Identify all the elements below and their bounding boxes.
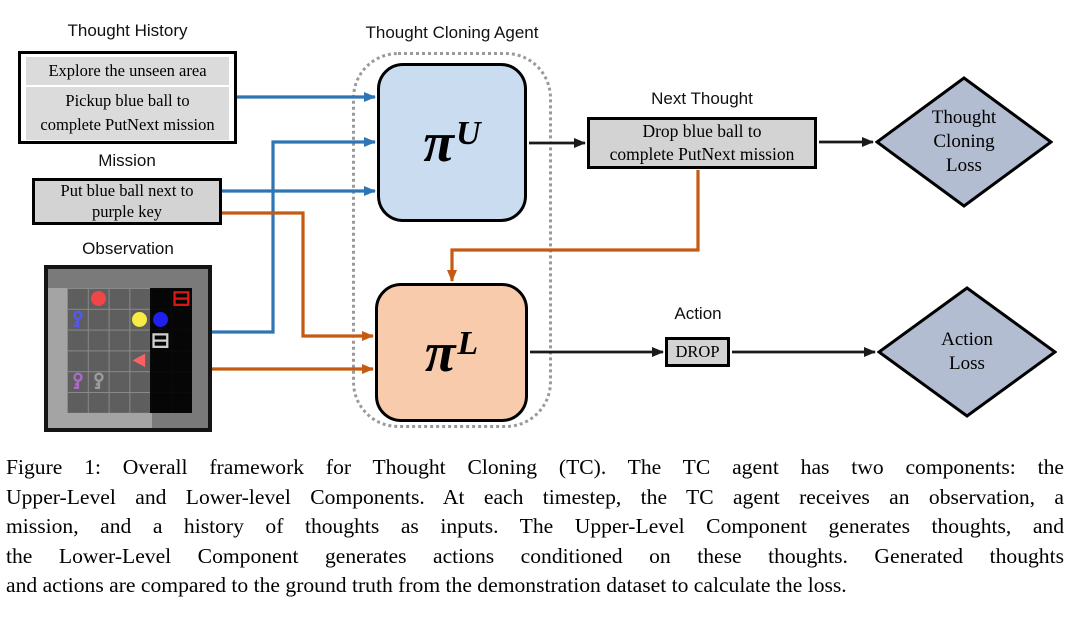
action-label: Action xyxy=(674,304,722,323)
action-loss-diamond: Action Loss xyxy=(877,286,1057,418)
upper-level-component: πU xyxy=(377,63,527,222)
figure-caption: Figure 1: Overall framework for Thought … xyxy=(6,453,1064,601)
purple-key-icon xyxy=(67,371,88,392)
pi-lower-symbol: πL xyxy=(424,321,479,384)
thought-history-label: Thought History xyxy=(67,21,188,40)
mission-box: Put blue ball next to purple key xyxy=(32,178,222,225)
lower-level-component: πL xyxy=(375,283,528,422)
observation-image xyxy=(44,265,212,432)
gray-key-icon xyxy=(88,371,109,392)
next-thought-label: Next Thought xyxy=(651,89,753,108)
action-box: DROP xyxy=(665,337,730,367)
thought-history-item: Pickup blue ball to complete PutNext mis… xyxy=(26,87,229,140)
blue-ball-icon xyxy=(153,311,169,327)
caption-line: Figure 1: Overall framework for Thought … xyxy=(6,455,1064,479)
caption-line: mission, and a history of thoughts as in… xyxy=(6,514,1064,539)
pi-upper-symbol: πU xyxy=(423,111,481,174)
gray-box-icon xyxy=(150,330,171,351)
arrow-mission-to-lower xyxy=(222,211,374,341)
caption-line: and actions are compared to the ground t… xyxy=(6,573,847,598)
thought-cloning-loss-diamond: Thought Cloning Loss xyxy=(875,76,1053,208)
caption-line: the Lower-Level Component generates acti… xyxy=(6,543,1064,568)
mission-label: Mission xyxy=(98,151,156,170)
unseen-area xyxy=(150,288,192,413)
agent-triangle-icon xyxy=(129,350,150,371)
red-ball-icon xyxy=(90,291,106,306)
next-thought-box: Drop blue ball to complete PutNext missi… xyxy=(587,117,817,169)
red-box-icon xyxy=(171,288,192,309)
thought-history-item: Explore the unseen area xyxy=(26,57,229,85)
thought-history-box: Explore the unseen area Pickup blue ball… xyxy=(18,51,237,144)
caption-line: Upper-Level and Lower-level Components. … xyxy=(6,484,1064,509)
observation-highlight-left xyxy=(48,288,67,428)
yellow-ball-icon xyxy=(132,311,148,327)
thought-cloning-agent-label: Thought Cloning Agent xyxy=(365,23,539,42)
observation-grid xyxy=(67,288,192,413)
observation-label: Observation xyxy=(82,239,174,258)
arrow-observation-to-upper xyxy=(212,137,376,334)
observation-highlight-bottom xyxy=(48,413,152,428)
blue-key-icon xyxy=(67,309,88,330)
